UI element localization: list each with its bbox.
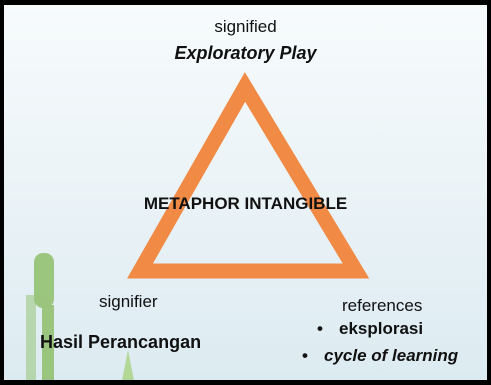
reference-text: eksplorasi (339, 319, 424, 338)
signified-value: Exploratory Play (174, 43, 317, 63)
reference-text: cycle of learning (324, 346, 459, 365)
signifier-label: signifier (99, 292, 158, 311)
references-label: references (342, 296, 423, 315)
slide-canvas: signified Exploratory Play METAPHOR INTA… (4, 5, 487, 380)
bullet-icon: • (317, 319, 323, 338)
bullet-icon: • (302, 346, 308, 365)
reference-item: • eksplorasi (317, 319, 423, 339)
leaf-decoration (122, 350, 134, 380)
signified-label: signified (214, 17, 277, 36)
semiotic-triangle (127, 72, 370, 279)
diagram-graphics (26, 72, 370, 380)
reference-item: • cycle of learning (302, 346, 458, 366)
signifier-value: Hasil Perancangan (40, 332, 202, 352)
diagram-center-title: METAPHOR INTANGIBLE (143, 194, 348, 213)
statue-decoration (26, 253, 54, 380)
